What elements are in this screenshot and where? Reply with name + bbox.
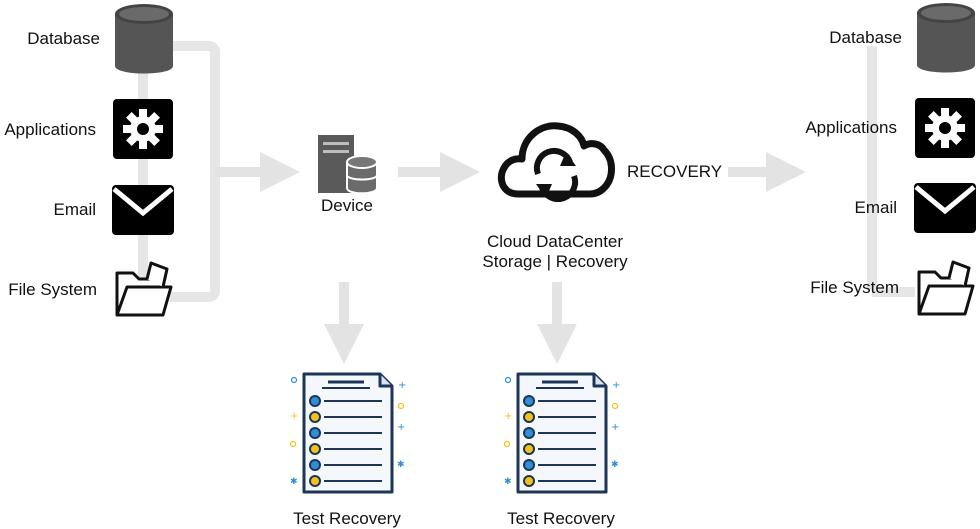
checklist-document-icon: + + + ✱ ✱ (289, 372, 406, 494)
svg-text:+: + (612, 380, 620, 391)
svg-text:✱: ✱ (611, 460, 619, 470)
svg-text:+: + (397, 422, 405, 433)
device-label: Device (321, 196, 373, 215)
server-icon (318, 135, 378, 195)
folder-icon (115, 261, 173, 317)
test-recovery-label-2: Test Recovery (507, 509, 615, 528)
svg-text:+: + (398, 380, 406, 391)
svg-text:✱: ✱ (504, 477, 512, 487)
source-filesystem-label: File System (8, 280, 97, 299)
source-email-label: Email (53, 200, 96, 219)
test-recovery-label-1: Test Recovery (293, 509, 401, 528)
source-bracket (170, 41, 220, 302)
target-filesystem-label: File System (810, 278, 899, 297)
database-icon (917, 3, 975, 73)
source-database-label: Database (27, 29, 100, 48)
target-database-label: Database (829, 28, 902, 47)
recovery-label: RECOVERY (627, 162, 723, 181)
cloud-label-line2: Storage | Recovery (482, 252, 628, 271)
target-email-label: Email (854, 198, 897, 217)
gear-icon (113, 99, 173, 159)
svg-text:+: + (504, 411, 512, 422)
svg-text:✱: ✱ (397, 460, 405, 470)
folder-icon (917, 260, 975, 316)
svg-text:+: + (611, 422, 619, 433)
envelope-icon (914, 183, 976, 233)
cloud-sync-icon (497, 122, 615, 202)
checklist-document-icon: + + + ✱ ✱ (503, 372, 620, 494)
gear-icon (915, 98, 975, 158)
database-icon (115, 4, 173, 74)
envelope-icon (112, 185, 174, 235)
source-applications-label: Applications (4, 120, 96, 139)
target-applications-label: Applications (805, 118, 897, 137)
cloud-label-line1: Cloud DataCenter (486, 232, 624, 251)
svg-text:+: + (290, 411, 298, 422)
svg-text:✱: ✱ (290, 477, 298, 487)
